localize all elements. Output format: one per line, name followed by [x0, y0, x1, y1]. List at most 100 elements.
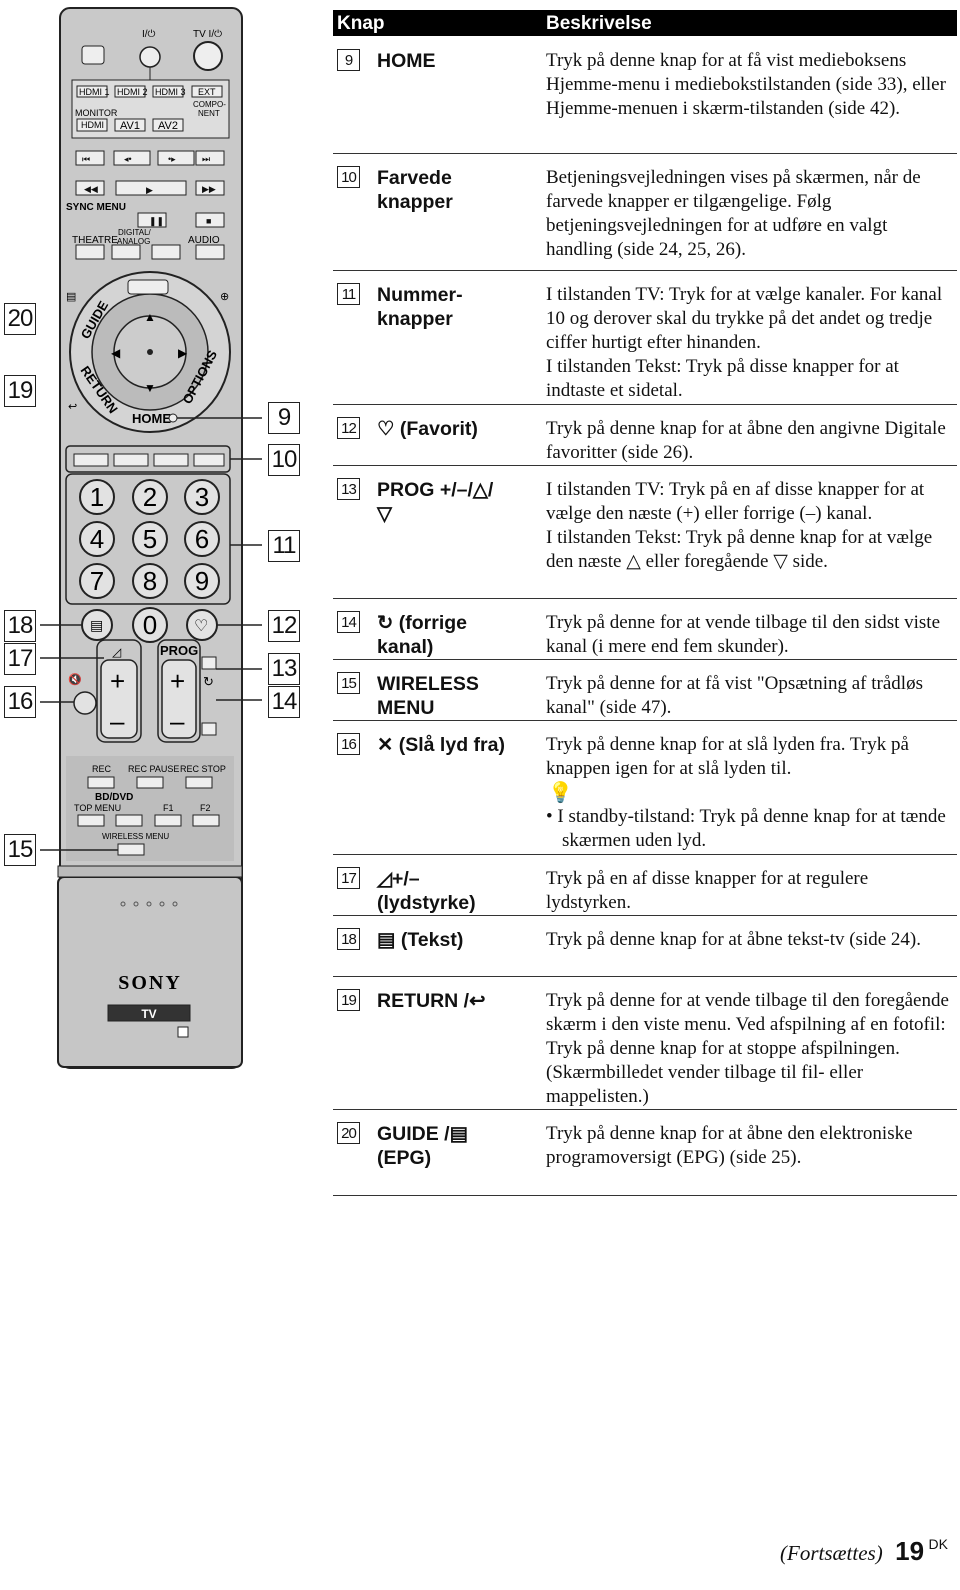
svg-text:◿: ◿ [112, 645, 122, 659]
svg-text:▲: ▲ [144, 310, 156, 324]
row-number: 19 [337, 989, 360, 1011]
row-number: 15 [337, 672, 360, 694]
svg-text:7: 7 [90, 566, 104, 596]
table-row: 19 RETURN /↩ Tryk på denne for at vende … [333, 977, 957, 1110]
table-header: Knap Beskrivelse [333, 10, 957, 36]
svg-text:◂•: ◂• [124, 154, 132, 164]
callout-9: 9 [268, 402, 300, 434]
table-row: 10 Farvede knapper Betjeningsvejledninge… [333, 154, 957, 271]
table-row: 20 GUIDE /▤ (EPG) Tryk på denne knap for… [333, 1110, 957, 1196]
tv-power-label: TV I/⏻ [193, 29, 222, 40]
callout-12: 12 [268, 610, 300, 642]
power-label: I/⏻ [142, 29, 156, 40]
svg-text:DIGITAL/: DIGITAL/ [118, 228, 152, 237]
table-row: 13 PROG +/–/△/ ▽ I tilstanden TV: Tryk p… [333, 466, 957, 599]
sony-logo: SONY [118, 972, 182, 994]
svg-text:♡: ♡ [194, 618, 208, 635]
number-pad: 1 2 3 4 5 6 7 8 9 0 ▤ ♡ [79, 479, 220, 643]
svg-text:•▸: •▸ [168, 154, 176, 164]
prog-label: PROG [160, 643, 198, 658]
svg-text:▶▶: ▶▶ [202, 184, 216, 194]
remote-svg: I/⏻ TV I/⏻ HDMI 1 HDMI 2 HDMI 3 EXT MONI… [40, 7, 262, 1069]
svg-text:⏮: ⏮ [82, 154, 90, 164]
row-desc: Tryk på denne for at vende tilbage til d… [546, 612, 940, 657]
row-desc: Tryk på denne knap for at få vist medieb… [546, 50, 946, 119]
row-number: 10 [337, 166, 360, 188]
callout-17: 17 [4, 643, 36, 675]
tip-icon: 💡 [548, 782, 573, 804]
svg-text:TOP MENU: TOP MENU [74, 803, 121, 813]
row-number: 20 [337, 1122, 360, 1144]
svg-text:▶: ▶ [146, 185, 153, 195]
svg-text:8: 8 [143, 566, 157, 596]
row-number: 13 [337, 478, 360, 500]
table-row: 15 WIRELESS MENU Tryk på denne for at få… [333, 660, 957, 721]
svg-text:MONITOR: MONITOR [75, 108, 118, 118]
table-row: 17 ◿+/– (lydstyrke) Tryk på en af disse … [333, 855, 957, 916]
row-key: ✕ (Slå lyd fra) [377, 734, 505, 756]
svg-text:↻: ↻ [203, 674, 214, 689]
svg-text:◀◀: ◀◀ [84, 184, 98, 194]
row-number: 17 [337, 867, 360, 889]
row-number: 11 [337, 283, 360, 305]
svg-text:ANALOG: ANALOG [117, 237, 150, 246]
svg-text:AV1: AV1 [120, 120, 140, 132]
svg-text:F1: F1 [163, 803, 174, 813]
svg-text:HDMI 2: HDMI 2 [117, 87, 148, 97]
svg-text:HDMI: HDMI [81, 120, 104, 130]
svg-text:▶: ▶ [178, 346, 188, 360]
svg-text:◀: ◀ [111, 346, 121, 360]
svg-text:5: 5 [143, 524, 157, 554]
svg-text:6: 6 [195, 524, 209, 554]
svg-text:F2: F2 [200, 803, 211, 813]
row-number: 16 [337, 733, 360, 755]
svg-text:⏭: ⏭ [202, 154, 210, 164]
header-beskrivelse: Beskrivelse [546, 13, 652, 34]
svg-text:NENT: NENT [198, 109, 220, 118]
table-row: 14 ↻ (forrige kanal) Tryk på denne for a… [333, 599, 957, 660]
svg-text:9: 9 [195, 566, 209, 596]
svg-text:⊕: ⊕ [220, 291, 229, 303]
row-number: 12 [337, 417, 360, 439]
tv-logo: TV [141, 1007, 156, 1021]
table-row: 18 ▤ (Tekst) Tryk på denne knap for at å… [333, 916, 957, 977]
svg-text:4: 4 [90, 524, 104, 554]
callout-15: 15 [4, 834, 36, 866]
svg-text:↩: ↩ [68, 401, 77, 413]
row-desc: Tryk på denne knap for at åbne den angiv… [546, 418, 946, 463]
vol-plus: + [110, 666, 125, 696]
callout-14: 14 [268, 686, 300, 718]
table-row: 12 ♡ (Favorit) Tryk på denne knap for at… [333, 405, 957, 466]
row-key: ◿+/– (lydstyrke) [377, 868, 476, 914]
row-desc: I tilstanden TV: Tryk på en af disse kna… [546, 479, 933, 572]
row-desc: I tilstanden TV: Tryk for at vælge kanal… [546, 284, 943, 401]
row-desc: Tryk på denne knap for at åbne den elekt… [546, 1123, 913, 1168]
power-button [139, 46, 161, 68]
callout-10: 10 [268, 444, 300, 476]
header-knap: Knap [337, 13, 385, 34]
sync-menu-label: SYNC MENU [66, 202, 126, 213]
svg-text:3: 3 [195, 482, 209, 512]
svg-text:HDMI 3: HDMI 3 [155, 87, 186, 97]
page-footer: (Fortsættes) 19 DK [780, 1536, 948, 1567]
page-number: 19 [895, 1536, 925, 1566]
row-key: GUIDE /▤ (EPG) [377, 1123, 469, 1169]
svg-text:AV2: AV2 [158, 120, 178, 132]
row-key: HOME [377, 50, 436, 72]
language-code: DK [928, 1536, 948, 1552]
svg-text:■: ■ [206, 216, 211, 226]
row-desc: Tryk på denne for at vende tilbage til d… [546, 990, 949, 1107]
callout-18: 18 [4, 610, 36, 642]
row-desc: Tryk på denne for at få vist "Opsætning … [546, 673, 923, 718]
svg-text:2: 2 [143, 482, 157, 512]
row-key: ♡ (Favorit) [377, 418, 478, 440]
svg-text:1: 1 [90, 482, 104, 512]
svg-text:REC: REC [92, 764, 112, 774]
svg-text:▤: ▤ [90, 617, 103, 633]
row-desc: Tryk på denne knap for at åbne tekst-tv … [546, 929, 921, 950]
svg-text:BD/DVD: BD/DVD [95, 792, 133, 803]
theatre-label: THEATRE [72, 235, 118, 246]
callout-20: 20 [4, 303, 36, 335]
callout-16: 16 [4, 686, 36, 718]
svg-text:❚❚: ❚❚ [149, 216, 164, 227]
